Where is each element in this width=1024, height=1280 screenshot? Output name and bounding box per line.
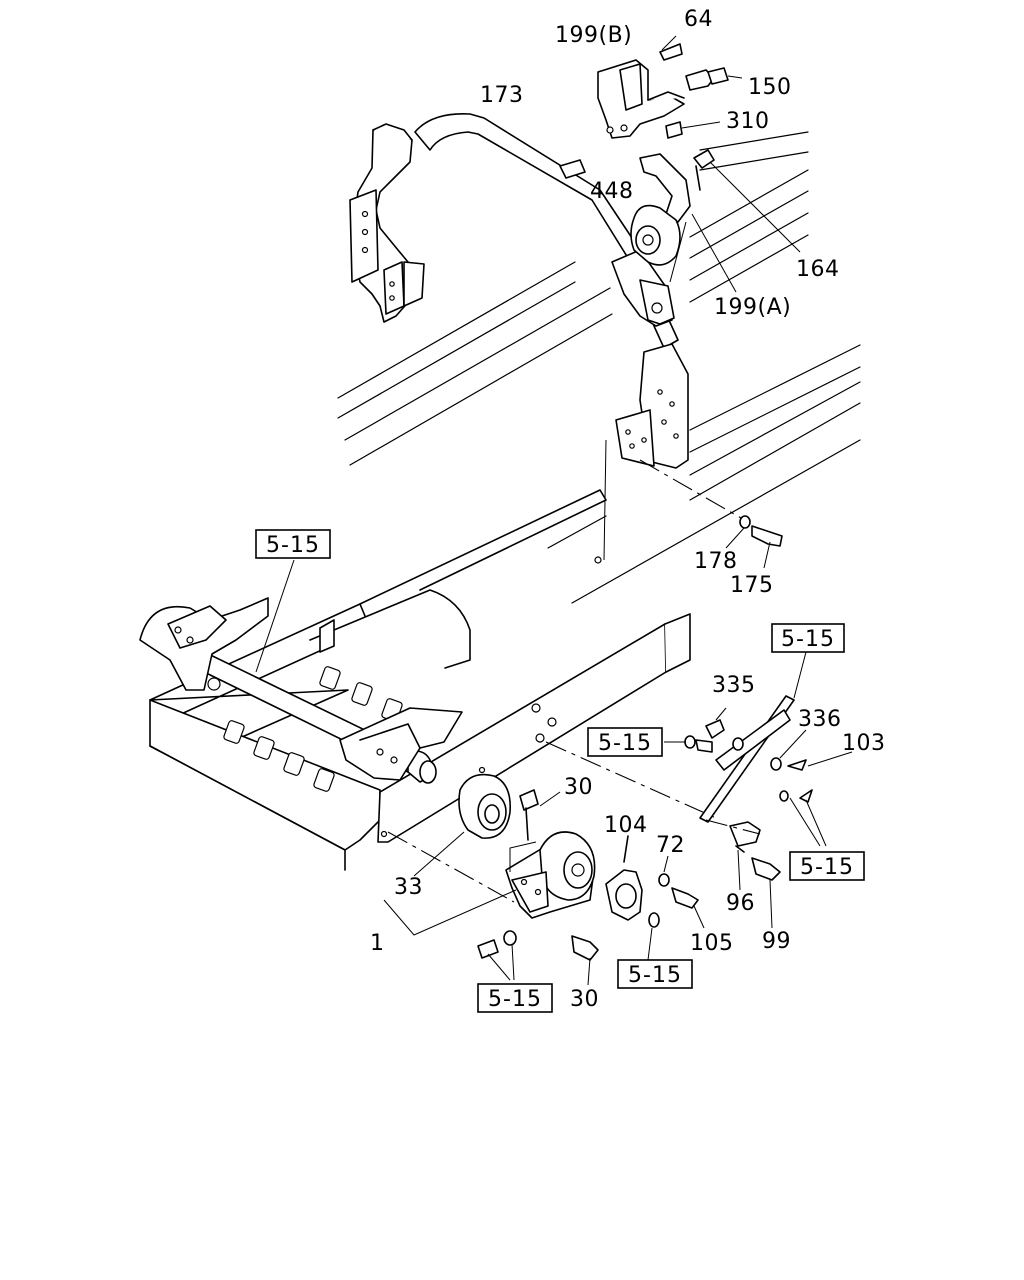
callout-150: 150 xyxy=(748,75,792,100)
reference-label: 5-15 xyxy=(598,731,652,756)
callout-173: 173 xyxy=(480,83,524,108)
callout-labels: 64 199(B) 150 173 310 448 164 199(A) 178… xyxy=(370,7,886,1012)
callout-1: 1 xyxy=(370,931,385,956)
mount-448 xyxy=(630,149,801,293)
callout-178: 178 xyxy=(694,549,738,574)
callout-164: 164 xyxy=(796,257,840,282)
callout-335: 335 xyxy=(712,673,756,698)
reference-label: 5-15 xyxy=(488,987,542,1012)
callout-448: 448 xyxy=(590,179,634,204)
reference-label: 5-15 xyxy=(628,963,682,988)
callout-199b: 199(B) xyxy=(555,23,632,48)
callout-105: 105 xyxy=(690,931,734,956)
mount-33 xyxy=(413,773,511,877)
callout-104: 104 xyxy=(604,813,648,838)
callout-99: 99 xyxy=(762,929,791,954)
crossmember-173 xyxy=(349,113,749,564)
bracket-104 xyxy=(605,835,705,961)
reference-box-6[interactable]: 5-15 xyxy=(477,983,553,1013)
reference-box-5[interactable]: 5-15 xyxy=(617,959,693,989)
callout-199a: 199(A) xyxy=(714,295,791,320)
link-assembly xyxy=(664,651,853,929)
reference-label: 5-15 xyxy=(781,627,835,652)
callout-33: 33 xyxy=(394,875,423,900)
reference-box-1[interactable]: 5-15 xyxy=(255,529,331,559)
reference-box-4[interactable]: 5-15 xyxy=(789,851,865,881)
main-frame xyxy=(139,489,717,903)
bracket-199b xyxy=(597,35,743,139)
callout-103: 103 xyxy=(842,731,886,756)
mount-assembly-1 xyxy=(383,789,599,986)
reference-box-3[interactable]: 5-15 xyxy=(587,727,663,757)
callout-72: 72 xyxy=(656,833,685,858)
callout-64: 64 xyxy=(684,7,713,32)
callout-336: 336 xyxy=(798,707,842,732)
callout-30-bottom: 30 xyxy=(570,987,599,1012)
reference-label: 5-15 xyxy=(266,533,320,558)
callout-30-top: 30 xyxy=(564,775,593,800)
callout-96: 96 xyxy=(726,891,755,916)
callout-310: 310 xyxy=(726,109,770,134)
bolt-175 xyxy=(725,515,783,569)
callout-175: 175 xyxy=(730,573,774,598)
reference-label: 5-15 xyxy=(800,855,854,880)
reference-box-2[interactable]: 5-15 xyxy=(771,623,845,653)
